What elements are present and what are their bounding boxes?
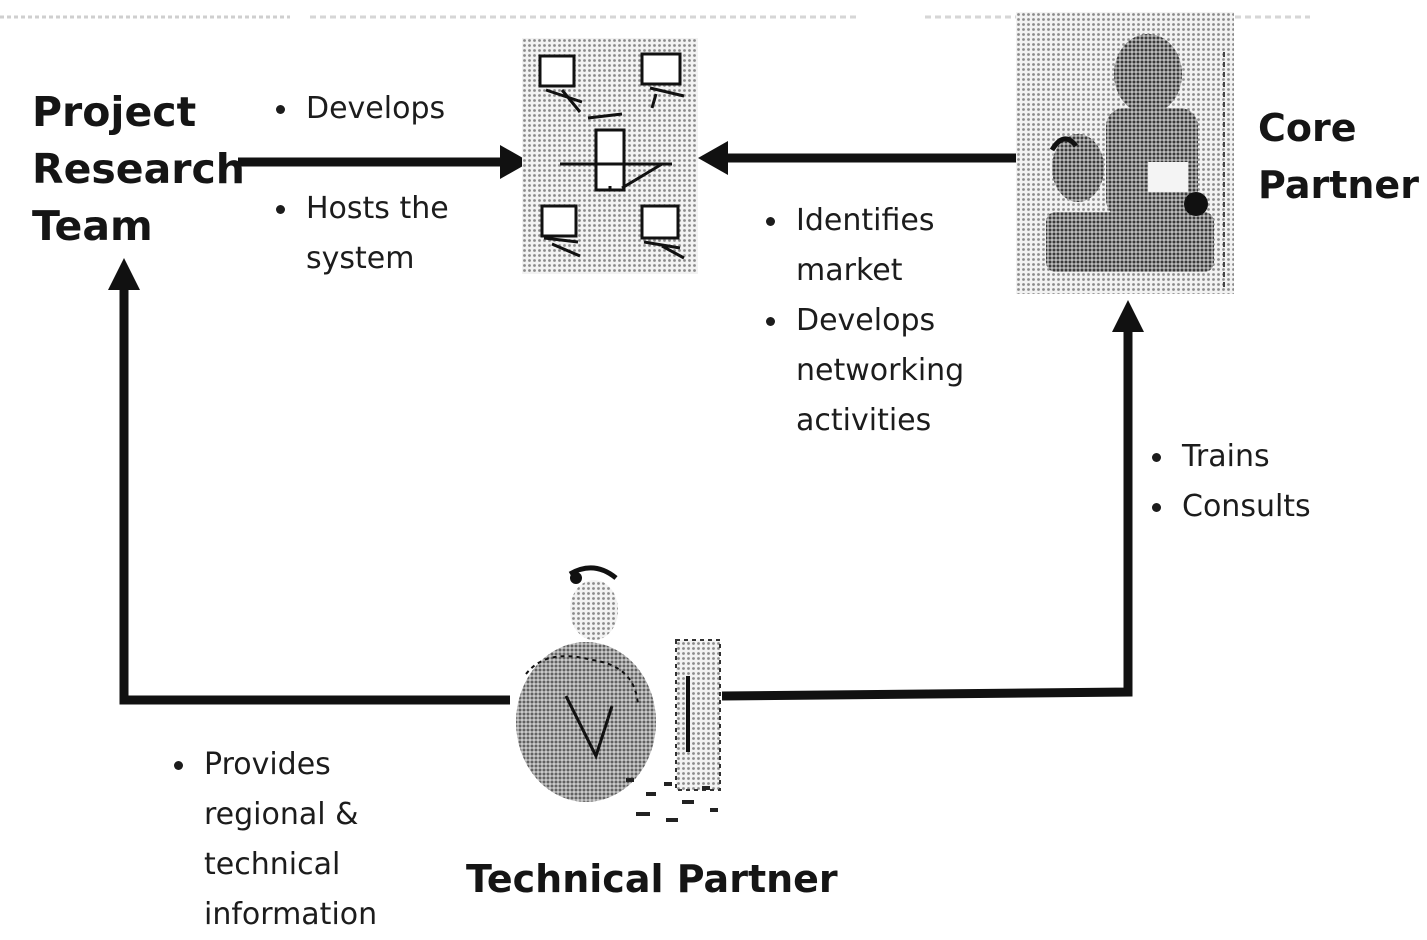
- bullet-develops: Develops: [274, 84, 514, 134]
- bullet-trains: Trains: [1150, 432, 1370, 482]
- research-to-hub-bullets: Develops Hosts the system: [274, 84, 514, 284]
- networked-computers-icon: [522, 38, 698, 274]
- research-label-line: Project: [32, 88, 197, 136]
- arrow-tech-to-research: [108, 258, 510, 705]
- research-label-line: Research: [32, 145, 245, 193]
- core-label-line: Core: [1258, 106, 1357, 150]
- arrow-core-to-hub: [698, 141, 1022, 175]
- bullet-consults: Consults: [1150, 482, 1370, 532]
- bullet-develops-networking: Develops networking activities: [764, 296, 1024, 446]
- bullet-provides-information: Provides regional & technical informatio…: [172, 740, 452, 940]
- technical-partner-label: Technical Partner: [466, 857, 838, 901]
- tech-to-research-bullets: Provides regional & technical informatio…: [172, 740, 452, 940]
- core-partner-label: Core Partner: [1258, 100, 1419, 214]
- core-label-line: Partner: [1258, 163, 1419, 207]
- arrow-research-to-hub: [238, 145, 530, 179]
- tech-to-core-bullets: Trains Consults: [1150, 432, 1370, 532]
- arrow-tech-to-core: [721, 300, 1144, 701]
- technician-working-icon: [516, 565, 721, 822]
- core-to-hub-bullets: Identifies market Develops networking ac…: [764, 196, 1024, 446]
- bullet-hosts-system: Hosts the system: [274, 184, 514, 284]
- research-label-line: Team: [32, 202, 153, 250]
- business-people-meeting-icon: [1016, 12, 1234, 294]
- project-research-team-label: Project Research Team: [32, 84, 245, 255]
- bullet-identifies-market: Identifies market: [764, 196, 1024, 296]
